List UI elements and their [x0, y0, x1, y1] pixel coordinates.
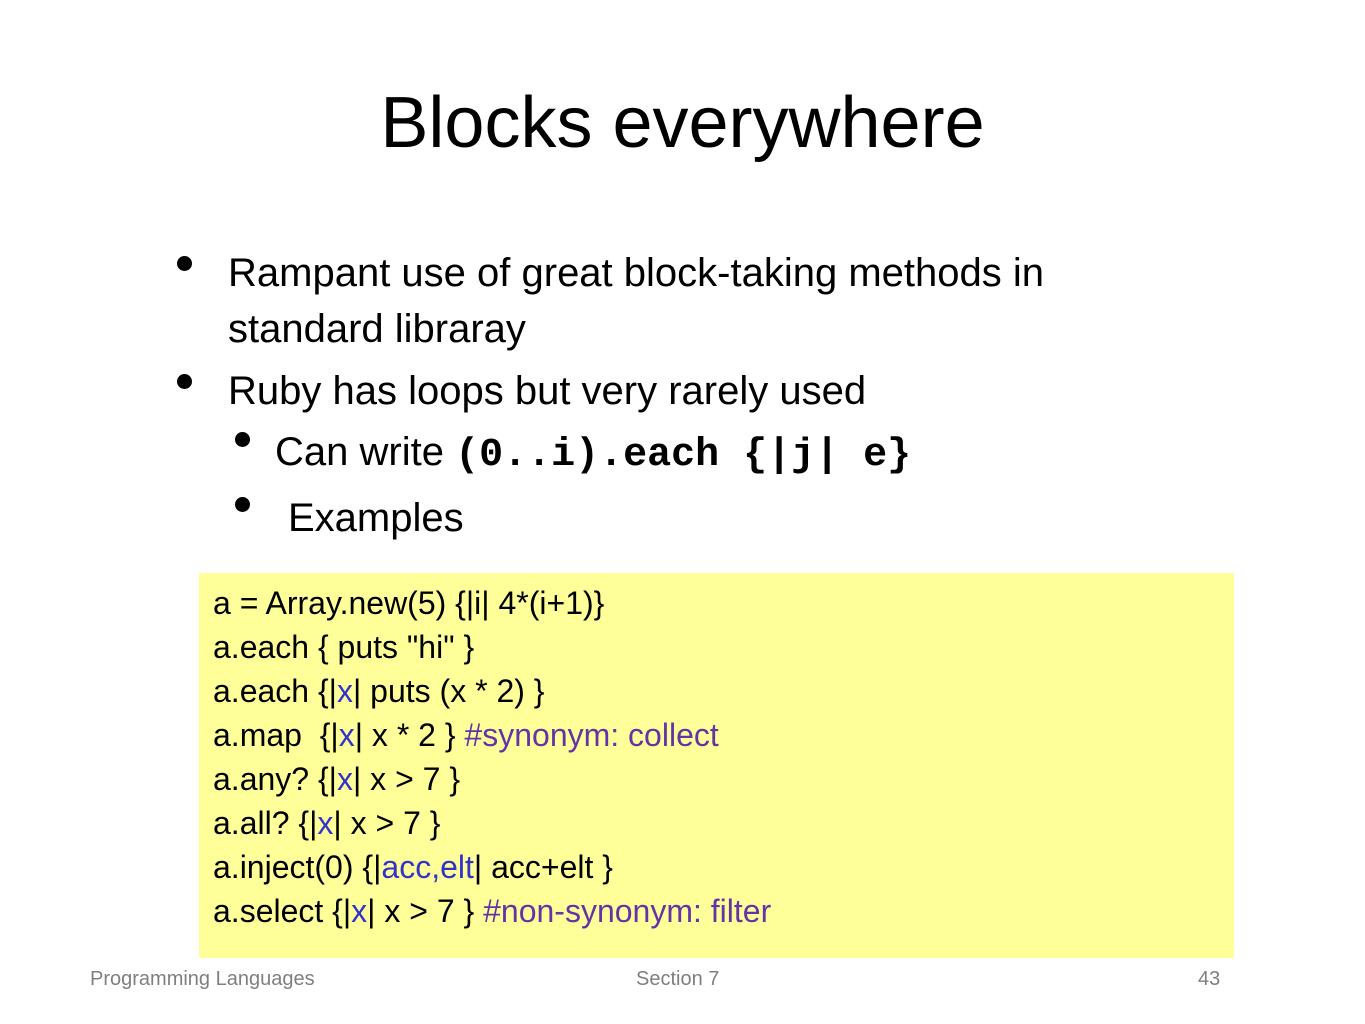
- subbullet-dot: [235, 432, 250, 447]
- subbullet-examples: Examples: [288, 496, 464, 540]
- subbullet-prefix: Can write: [275, 430, 456, 474]
- block-param: x: [336, 673, 353, 709]
- code-line: a.map {|x| x * 2 } #synonym: collect: [213, 717, 719, 753]
- code-line: a = Array.new(5) {|i| 4*(i+1)}: [213, 585, 605, 621]
- code-comment: #synonym: collect: [464, 717, 719, 753]
- code-line: a.inject(0) {|acc,elt| acc+elt }: [213, 849, 613, 885]
- subbullet-can-write: Can write (0..i).each {|j| e}: [275, 424, 911, 484]
- footer-page-number: 43: [1198, 968, 1221, 990]
- code-line: a.all? {|x| x > 7 }: [213, 805, 441, 841]
- block-param: x: [338, 717, 355, 753]
- footer-course-name: Programming Languages: [90, 968, 315, 990]
- footer-section: Section 7: [636, 968, 720, 990]
- bullet-text-line1: Rampant use of great block-taking method…: [228, 251, 1044, 295]
- slide-title: Blocks everywhere: [380, 83, 985, 163]
- subbullet-dot: [235, 497, 250, 512]
- bullet-dot: [177, 256, 192, 271]
- block-param: acc,elt: [381, 849, 474, 885]
- code-line: a.each { puts "hi" }: [213, 629, 475, 665]
- code-line: a.each {|x| puts (x * 2) }: [213, 673, 545, 709]
- code-line: a.select {|x| x > 7 } #non-synonym: filt…: [213, 893, 772, 929]
- block-param: x: [351, 893, 368, 929]
- block-param: x: [317, 805, 334, 841]
- bullet-text-line2: standard libraray: [228, 307, 526, 351]
- bullet-dot: [177, 374, 192, 389]
- code-line: a.any? {|x| x > 7 }: [213, 761, 461, 797]
- code-comment: #non-synonym: filter: [483, 893, 772, 929]
- inline-code: (0..i).each {|j| e}: [455, 433, 912, 478]
- code-example-box: a = Array.new(5) {|i| 4*(i+1)} a.each { …: [199, 573, 1234, 958]
- block-param: x: [336, 761, 353, 797]
- bullet-block-methods: Rampant use of great block-taking method…: [228, 245, 1044, 357]
- bullet-loops: Ruby has loops but very rarely used: [228, 369, 867, 413]
